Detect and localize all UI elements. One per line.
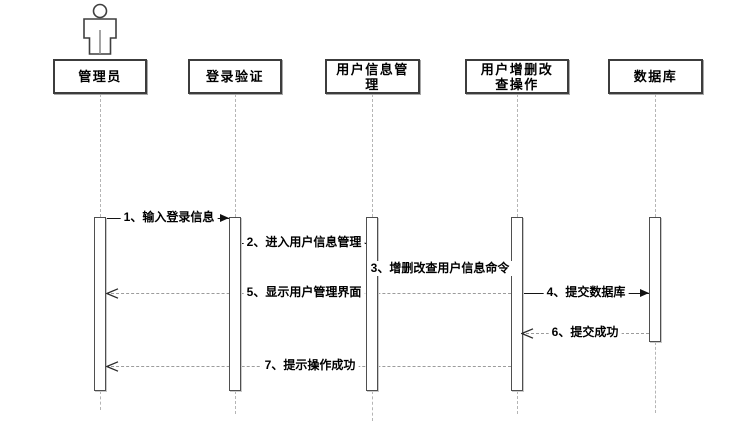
participant-box-userinfo: 用户信息管理 [325,59,420,94]
activation-bar-admin [94,217,106,391]
filled-arrowhead-icon [220,213,229,222]
lifeline-userinfo-bottom [372,391,373,421]
message-label-5: 5、显示用户管理界面 [243,285,365,300]
participant-box-database: 数据库 [608,59,703,94]
lifeline-crud-top [517,94,518,217]
participant-label: 登录验证 [205,69,264,84]
open-arrowhead-icon [106,287,119,299]
activation-bar-login [229,217,241,391]
lifeline-crud-bottom [517,391,518,414]
activation-bar-crud [511,217,523,391]
participant-box-admin: 管理员 [53,59,147,94]
message-label-7: 7、提示操作成功 [261,358,359,373]
actor-icon [83,3,117,55]
message-label-2: 2、进入用户信息管理 [243,235,365,250]
participant-label: 数据库 [633,69,678,84]
participant-label: 管理员 [78,69,122,84]
lifeline-database-top [655,94,656,217]
open-arrowhead-icon [106,360,119,372]
message-label-1: 1、输入登录信息 [120,210,218,225]
lifeline-login-bottom [235,391,236,414]
participant-label: 用户增删改查操作 [480,61,554,92]
filled-arrowhead-icon [640,288,649,297]
participant-box-login: 登录验证 [188,59,282,94]
participant-box-crud: 用户增删改查操作 [465,59,569,94]
message-label-4: 4、提交数据库 [543,285,629,300]
message-label-3: 3、增删改查用户信息命令 [367,261,513,276]
participant-label: 用户信息管理 [336,61,409,92]
lifeline-userinfo-top [372,94,373,217]
open-arrowhead-icon [521,327,534,339]
activation-bar-userinfo [366,217,378,391]
lifeline-login-top [235,94,236,217]
lifeline-database-bottom [655,342,656,413]
lifeline-admin-top [100,94,101,217]
lifeline-admin-bottom [100,391,101,410]
message-label-6: 6、提交成功 [548,325,622,340]
activation-bar-database [649,217,661,342]
